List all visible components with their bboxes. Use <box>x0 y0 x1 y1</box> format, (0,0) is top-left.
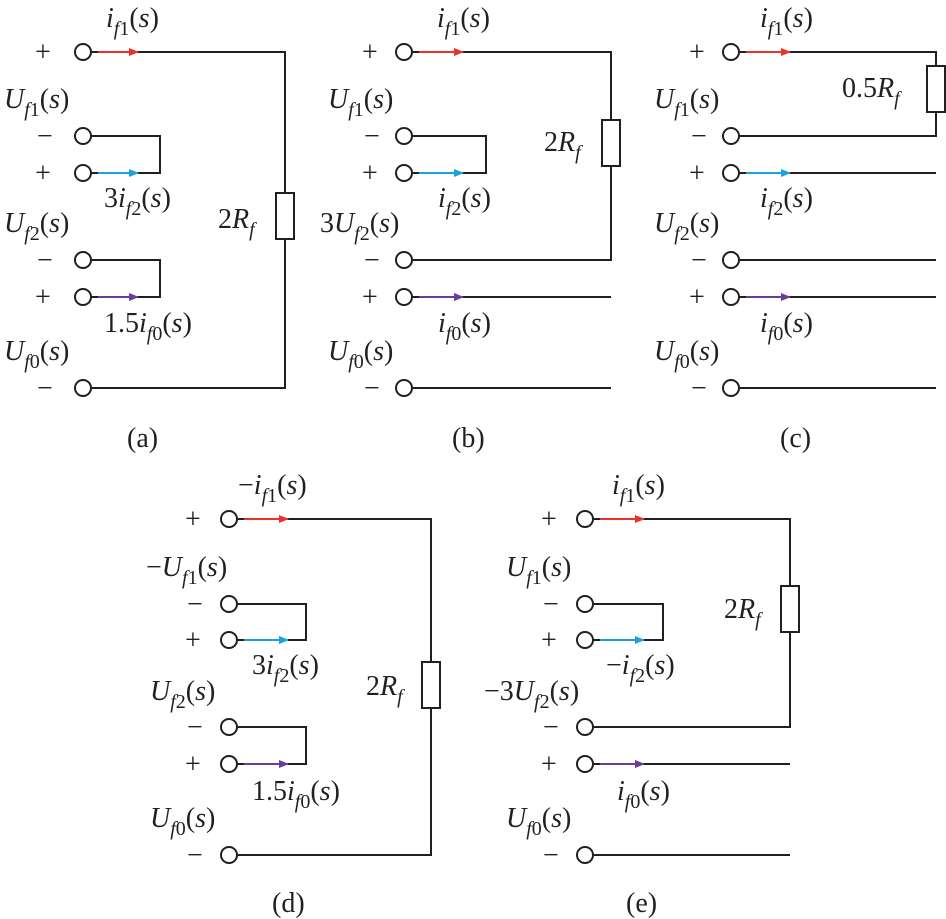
plus-sign: + <box>541 625 557 656</box>
current-label-i0: 1.5if0​(s) <box>252 776 340 813</box>
voltage-label-u2: 3Uf2​(s) <box>320 208 399 245</box>
current-label-i0: 1.5if0​(s) <box>104 308 192 345</box>
minus-sign: − <box>37 245 53 276</box>
minus-sign: − <box>691 121 707 152</box>
resistor-label: 2Rf​ <box>724 594 763 631</box>
plus-sign: + <box>185 504 201 535</box>
plus-sign: + <box>185 749 201 780</box>
current-label-i0: if0​(s) <box>438 308 491 345</box>
panel-b-signs: + − + − + − <box>362 37 380 404</box>
resistor-label: 0.5Rf​ <box>842 73 902 110</box>
voltage-label-u1: −Uf1​(s) <box>146 552 227 589</box>
voltage-label-u2: Uf2​(s) <box>654 208 719 245</box>
panel-b-resistor <box>601 119 621 167</box>
panel-d-signs: + − + − + − <box>185 504 203 871</box>
panel-c-arrows <box>746 48 791 301</box>
plus-sign: + <box>689 37 705 68</box>
minus-sign: − <box>543 840 559 871</box>
panel-b: + − + − + − if1​(s) Uf1​(s) if2​(s) 3Uf2… <box>320 3 621 454</box>
voltage-label-u1: Uf1​(s) <box>506 552 571 589</box>
current-label-i2: 3if2​(s) <box>104 183 171 220</box>
current-label-i2: if2​(s) <box>760 183 813 220</box>
panel-caption: (c) <box>780 423 811 454</box>
current-label-i1: if1​(s) <box>612 470 665 507</box>
panel-e-terminals <box>576 510 594 864</box>
voltage-label-u2: −3Uf2​(s) <box>484 676 579 713</box>
plus-sign: + <box>35 37 51 68</box>
plus-sign: + <box>689 158 705 189</box>
panel-a: + − + − + − if1​(s) Uf1​(s) 3if2​(s) Uf2… <box>4 3 295 454</box>
panel-d-arrows <box>244 515 289 768</box>
voltage-label-u2: Uf2​(s) <box>150 676 215 713</box>
panel-caption: (d) <box>272 888 305 919</box>
voltage-label-u1: Uf1​(s) <box>4 84 69 121</box>
panel-caption: (e) <box>626 888 657 919</box>
plus-sign: + <box>541 749 557 780</box>
panel-e-resistor <box>780 585 800 633</box>
panel-d-terminals <box>220 510 238 864</box>
panel-caption: (b) <box>452 423 485 454</box>
panel-c: + − + − + − if1​(s) Uf1​(s) if2​(s) Uf2​… <box>654 3 946 454</box>
current-label-i1: if1​(s) <box>106 3 159 40</box>
minus-sign: − <box>691 373 707 404</box>
panel-c-terminals <box>722 43 740 397</box>
panel-a-signs: + − + − + − <box>35 37 53 404</box>
panel-d-resistor <box>421 661 441 709</box>
current-label-i1: if1​(s) <box>437 3 490 40</box>
panel-a-arrows <box>98 48 139 301</box>
voltage-label-u0: Uf0​(s) <box>328 336 393 373</box>
plus-sign: + <box>35 158 51 189</box>
panel-b-terminals <box>395 43 413 397</box>
minus-sign: − <box>691 245 707 276</box>
current-label-i2: −if2​(s) <box>606 650 675 687</box>
plus-sign: + <box>362 37 378 68</box>
voltage-label-u2: Uf2​(s) <box>4 208 69 245</box>
current-label-i1: −if1​(s) <box>238 470 307 507</box>
current-label-i2: if2​(s) <box>438 183 491 220</box>
voltage-label-u0: Uf0​(s) <box>506 803 571 840</box>
panel-c-signs: + − + − + − <box>689 37 707 404</box>
minus-sign: − <box>364 121 380 152</box>
panel-d: + − + − + − −if1​(s) −Uf1​(s) 3if2​(s) U… <box>146 470 441 919</box>
current-label-i0: if0​(s) <box>760 308 813 345</box>
current-label-i0: if0​(s) <box>617 776 670 813</box>
panel-e: + − + − + − if1​(s) Uf1​(s) −if2​(s) −3U… <box>484 470 800 919</box>
minus-sign: − <box>37 373 53 404</box>
minus-sign: − <box>187 712 203 743</box>
minus-sign: − <box>543 712 559 743</box>
current-label-i1: if1​(s) <box>760 3 813 40</box>
panel-c-resistor <box>926 65 946 113</box>
minus-sign: − <box>364 245 380 276</box>
panel-e-signs: + − + − + − <box>541 504 559 871</box>
minus-sign: − <box>543 589 559 620</box>
minus-sign: − <box>364 373 380 404</box>
plus-sign: + <box>362 158 378 189</box>
minus-sign: − <box>187 840 203 871</box>
plus-sign: + <box>185 625 201 656</box>
panel-a-resistor <box>275 192 295 240</box>
resistor-label: 2Rf​ <box>218 204 257 241</box>
plus-sign: + <box>541 504 557 535</box>
current-label-i2: 3if2​(s) <box>252 650 319 687</box>
resistor-label: 2Rf​ <box>544 127 583 164</box>
panel-e-arrows <box>600 515 645 768</box>
panel-caption: (a) <box>127 423 158 454</box>
minus-sign: − <box>187 589 203 620</box>
panel-b-arrows <box>419 48 464 301</box>
resistor-label: 2Rf​ <box>366 671 405 708</box>
panel-a-terminals <box>74 43 92 397</box>
minus-sign: − <box>37 121 53 152</box>
voltage-label-u0: Uf0​(s) <box>4 336 69 373</box>
plus-sign: + <box>362 282 378 313</box>
voltage-label-u0: Uf0​(s) <box>150 803 215 840</box>
plus-sign: + <box>689 282 705 313</box>
voltage-label-u0: Uf0​(s) <box>654 336 719 373</box>
voltage-label-u1: Uf1​(s) <box>328 84 393 121</box>
plus-sign: + <box>35 282 51 313</box>
voltage-label-u1: Uf1​(s) <box>654 84 719 121</box>
